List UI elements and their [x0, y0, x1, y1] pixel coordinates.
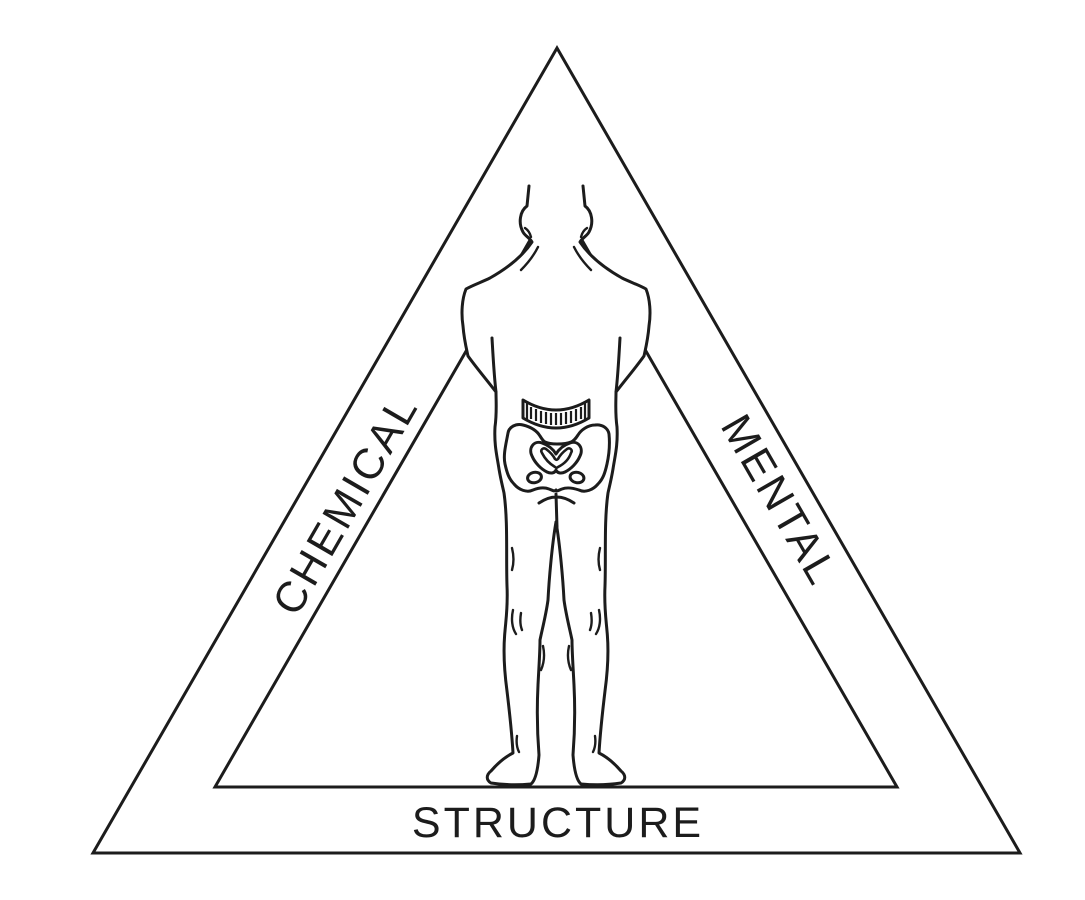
label-left-side: CHEMICAL [264, 386, 429, 623]
pelvis-bones [502, 423, 611, 493]
armpit-lines [490, 336, 622, 394]
right-foramen-oval [568, 470, 586, 485]
label-bottom-side: STRUCTURE [412, 799, 704, 847]
lumbar-band-hatches [525, 401, 587, 425]
figure-right-contour [554, 184, 652, 787]
sacrum-inner-line [540, 447, 573, 470]
lumbar-spine-band [521, 398, 591, 430]
inner-triangle [212, 191, 900, 789]
left-foramen-oval [526, 470, 543, 485]
gluteal-lines [537, 492, 576, 529]
outer-triangle [90, 44, 1023, 855]
leg-detail-lines [510, 546, 602, 754]
figure-left-contour [460, 184, 558, 787]
neck-lines [519, 226, 593, 272]
human-body-back-view-icon [460, 184, 652, 787]
